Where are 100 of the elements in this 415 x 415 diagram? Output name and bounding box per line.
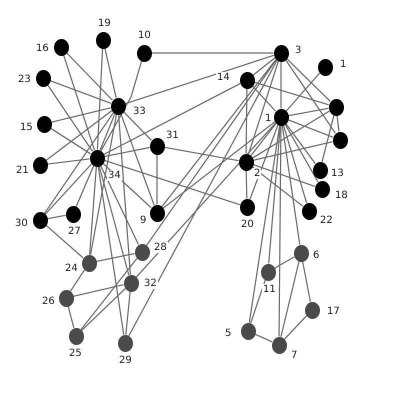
connector-line bbox=[98, 166, 124, 335]
connector-line bbox=[250, 280, 266, 324]
network-node bbox=[302, 202, 316, 220]
node-number-label: 28 bbox=[153, 242, 168, 253]
connector-line bbox=[286, 58, 331, 102]
network-node bbox=[240, 322, 256, 340]
connector-line bbox=[252, 110, 330, 158]
connector-line bbox=[146, 59, 277, 246]
network-node bbox=[260, 264, 276, 280]
node-number-label: 30 bbox=[14, 218, 29, 229]
connector-line bbox=[336, 115, 340, 132]
network-node bbox=[240, 198, 254, 216]
network-node bbox=[82, 254, 96, 272]
connector-line bbox=[284, 315, 307, 340]
connector-line bbox=[302, 261, 311, 302]
connector-line bbox=[162, 121, 276, 209]
connector-line bbox=[156, 154, 158, 204]
connector-line bbox=[100, 114, 116, 150]
connector-line bbox=[96, 48, 104, 150]
network-node bbox=[96, 32, 110, 48]
connector-line bbox=[47, 214, 66, 220]
connector-line bbox=[125, 291, 131, 335]
network-node bbox=[134, 244, 150, 260]
network-node bbox=[240, 72, 254, 88]
node-number-label: 31 bbox=[165, 130, 180, 141]
network-node bbox=[238, 154, 254, 170]
connector-line bbox=[47, 158, 90, 165]
connector-line bbox=[249, 124, 279, 200]
node-number-label: 27 bbox=[67, 226, 82, 237]
connector-line bbox=[254, 82, 329, 106]
network-node bbox=[32, 156, 48, 174]
node-number-label: 19 bbox=[97, 18, 112, 29]
connector-line bbox=[51, 107, 111, 123]
connector-line bbox=[280, 261, 300, 337]
network-node bbox=[294, 244, 308, 262]
connector-line bbox=[104, 146, 150, 158]
connector-line bbox=[128, 60, 278, 336]
connector-line bbox=[70, 269, 86, 292]
node-number-label: 20 bbox=[240, 219, 255, 230]
node-number-label: 32 bbox=[143, 278, 158, 289]
network-node bbox=[274, 108, 288, 126]
connector-line bbox=[286, 72, 320, 112]
connector-line bbox=[100, 165, 139, 245]
connector-line bbox=[89, 166, 97, 255]
connector-line bbox=[288, 119, 334, 138]
connector-line bbox=[81, 288, 126, 331]
connector-line bbox=[50, 128, 91, 154]
connector-line bbox=[63, 54, 95, 150]
connector-line bbox=[252, 164, 316, 188]
connector-line bbox=[246, 170, 248, 199]
node-number-label: 1 bbox=[264, 113, 272, 124]
node-number-label: 29 bbox=[118, 355, 133, 366]
connector-line bbox=[248, 125, 280, 323]
network-node bbox=[314, 180, 330, 198]
connector-line bbox=[322, 115, 334, 162]
network-node bbox=[90, 150, 104, 166]
connector-line bbox=[285, 59, 336, 134]
connector-line bbox=[80, 258, 138, 330]
connector-line bbox=[44, 163, 92, 215]
node-number-label: 26 bbox=[41, 296, 56, 307]
connector-line bbox=[120, 114, 155, 206]
connector-line bbox=[66, 52, 113, 101]
connector-line bbox=[136, 122, 276, 278]
network-node bbox=[36, 116, 52, 132]
node-number-label: 1 bbox=[339, 59, 348, 70]
connector-line bbox=[50, 80, 112, 104]
network-node bbox=[110, 98, 126, 114]
connector-line bbox=[90, 114, 118, 255]
connector-line bbox=[274, 256, 295, 269]
connector-line bbox=[253, 141, 333, 161]
connector-line bbox=[123, 111, 152, 141]
network-node bbox=[304, 302, 320, 318]
connector-line bbox=[268, 125, 281, 264]
node-number-label: 15 bbox=[19, 122, 34, 133]
connector-line bbox=[252, 166, 304, 207]
connector-line bbox=[285, 123, 316, 164]
node-number-label: 11 bbox=[262, 284, 277, 295]
network-node bbox=[332, 132, 348, 148]
connector-line bbox=[125, 54, 274, 104]
network-node bbox=[150, 204, 164, 222]
connector-line bbox=[278, 126, 282, 336]
node-number-label: 21 bbox=[15, 165, 30, 176]
network-node bbox=[36, 70, 50, 86]
node-number-label: 13 bbox=[330, 168, 345, 179]
node-number-label: 33 bbox=[132, 106, 147, 117]
connector-line bbox=[98, 166, 130, 276]
connector-line bbox=[152, 52, 274, 54]
connector-line bbox=[252, 85, 276, 112]
network-node bbox=[68, 328, 84, 344]
network-node bbox=[274, 44, 288, 62]
connector-line bbox=[118, 114, 131, 275]
node-number-label: 2 bbox=[253, 168, 262, 179]
connector-line bbox=[252, 57, 276, 76]
connector-line bbox=[100, 60, 142, 152]
connector-line bbox=[288, 108, 329, 116]
node-number-label: 3 bbox=[294, 45, 302, 56]
network-node bbox=[54, 38, 68, 56]
connector-line bbox=[68, 306, 74, 328]
network-node bbox=[118, 334, 132, 352]
node-number-label: 24 bbox=[64, 263, 79, 274]
